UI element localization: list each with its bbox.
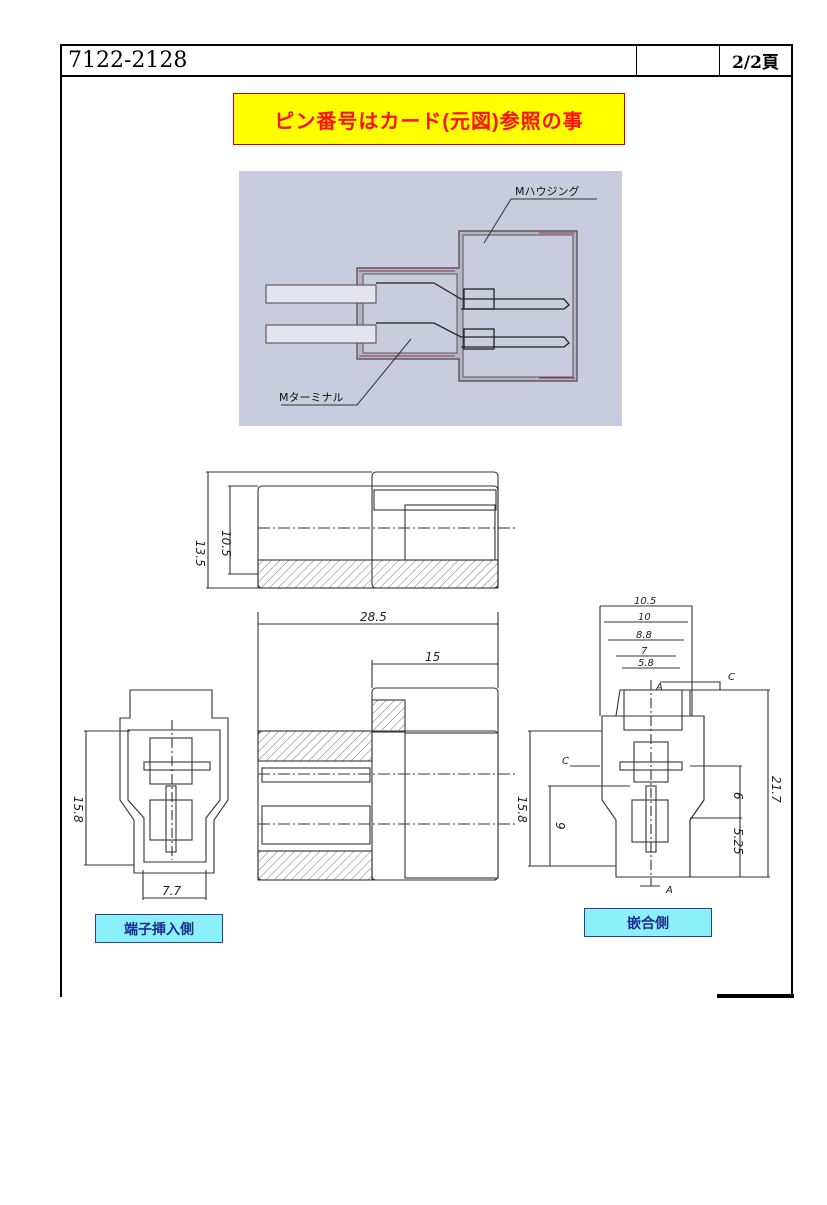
dim-6: 6 bbox=[731, 792, 745, 800]
section-mark-c-right: C bbox=[728, 672, 735, 683]
dim-5-8-width: 5.8 bbox=[638, 658, 654, 669]
dim-10-width: 10 bbox=[638, 612, 651, 623]
dim-7-7: 7.7 bbox=[162, 884, 181, 898]
dim-9: 9 bbox=[553, 822, 567, 830]
dim-right-15-8: 15.8 bbox=[515, 796, 529, 823]
page-number: 2/2頁 bbox=[732, 53, 779, 73]
dim-15: 15 bbox=[425, 650, 440, 664]
section-mark-c-left: C bbox=[562, 756, 569, 767]
cross-section-drawing: Mハウジング Mターミナル bbox=[265, 184, 597, 406]
housing-label: Mハウジング bbox=[515, 184, 580, 198]
frame-corner-mark bbox=[717, 994, 794, 998]
dim-21-7: 21.7 bbox=[769, 776, 783, 803]
terminal-label: Mターミナル bbox=[279, 391, 344, 404]
dim-10-5: 10.5 bbox=[219, 530, 233, 557]
cross-section-photo: Mハウジング Mターミナル bbox=[239, 171, 622, 426]
section-mark-a-top: A bbox=[655, 682, 663, 693]
section-mark-a-bottom: A bbox=[665, 885, 673, 896]
dim-left-15-8: 15.8 bbox=[71, 796, 85, 823]
title-block: 7122-2128 2/2頁 bbox=[60, 44, 793, 77]
part-number: 7122-2128 bbox=[62, 46, 637, 75]
dim-7-width: 7 bbox=[641, 646, 648, 657]
dim-13-5: 13.5 bbox=[193, 540, 207, 567]
terminal-insert-side-label: 端子挿入側 bbox=[95, 914, 223, 943]
dim-10-5-width: 10.5 bbox=[634, 596, 656, 607]
title-empty-cell bbox=[637, 46, 720, 75]
dim-8-8-width: 8.8 bbox=[636, 630, 652, 641]
dim-5-25: 5.25 bbox=[731, 828, 745, 855]
pin-number-notice: ピン番号はカード(元図)参照の事 bbox=[233, 93, 625, 145]
mating-side-label: 嵌合側 bbox=[584, 908, 712, 937]
dim-28-5: 28.5 bbox=[360, 610, 387, 624]
